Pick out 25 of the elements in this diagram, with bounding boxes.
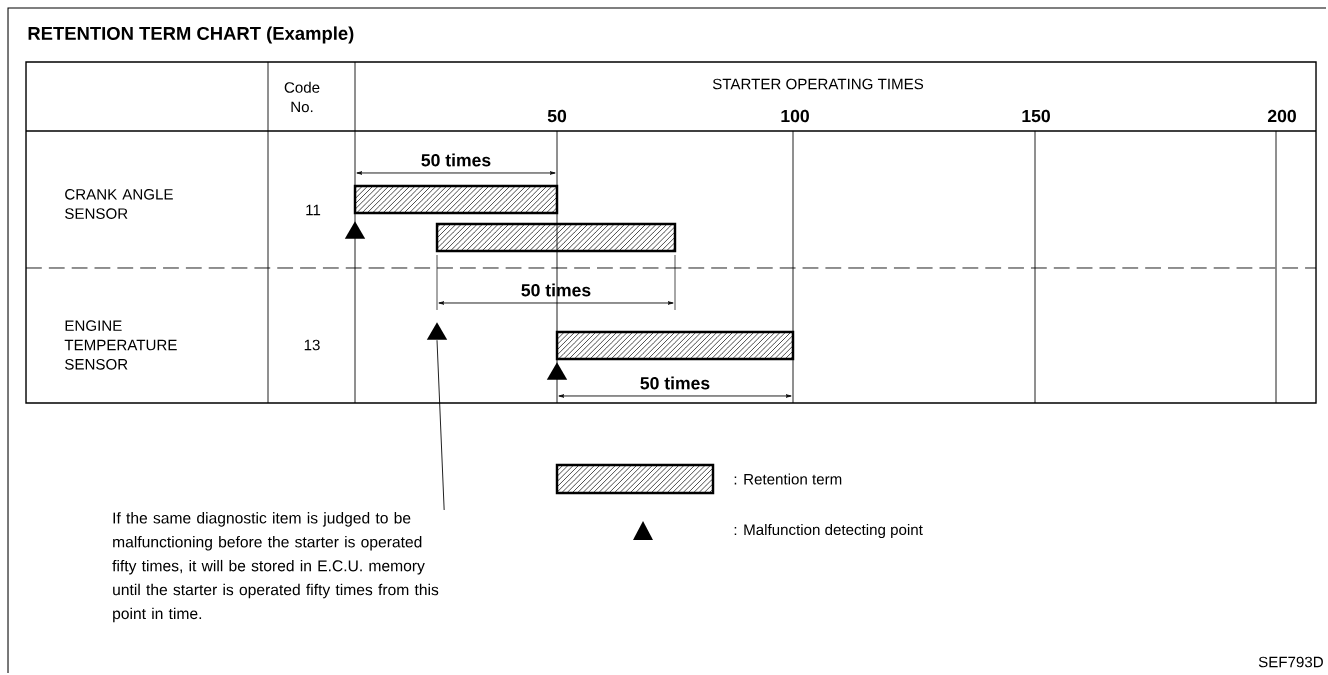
row-label: CRANK ANGLE SENSOR bbox=[65, 188, 173, 219]
annotation-text: If the same diagnostic item is judged to be malfunctioning before the starter is operated fifty times, it will be stored in E.C.U. memory until the starter is operated fifty times from this point in time. bbox=[112, 512, 439, 623]
dimension-label: 50 times bbox=[421, 153, 491, 167]
code-number: 13 bbox=[304, 339, 320, 351]
hatched-bar bbox=[353, 184, 559, 215]
title: RETENTION TERM CHART (Example) bbox=[28, 26, 354, 44]
code-number: 11 bbox=[306, 204, 321, 216]
hatched-bar bbox=[555, 330, 795, 361]
legend-label: : Malfunction detecting point bbox=[734, 523, 923, 539]
legend-label: : Retention term bbox=[734, 473, 842, 485]
leader-line bbox=[436, 339, 445, 511]
hatched-bar bbox=[435, 222, 677, 253]
figure-code: SEF793D bbox=[1258, 656, 1323, 668]
triangle-marker bbox=[546, 362, 568, 380]
row-label: ENGINE TEMPERATURE SENSOR bbox=[64, 320, 177, 370]
dimension-label: 50 times bbox=[640, 376, 710, 390]
triangle-marker bbox=[426, 322, 448, 340]
triangle-marker bbox=[344, 221, 366, 239]
column-header: Code No. bbox=[284, 81, 320, 113]
column-header: STARTER OPERATING TIMES bbox=[712, 78, 924, 90]
tick-label: 50 bbox=[547, 109, 567, 123]
tick-label: 100 bbox=[781, 109, 809, 123]
tick-label: 150 bbox=[1022, 109, 1050, 123]
tick-label: 200 bbox=[1267, 109, 1296, 123]
dimension-label: 50 times bbox=[521, 283, 591, 297]
